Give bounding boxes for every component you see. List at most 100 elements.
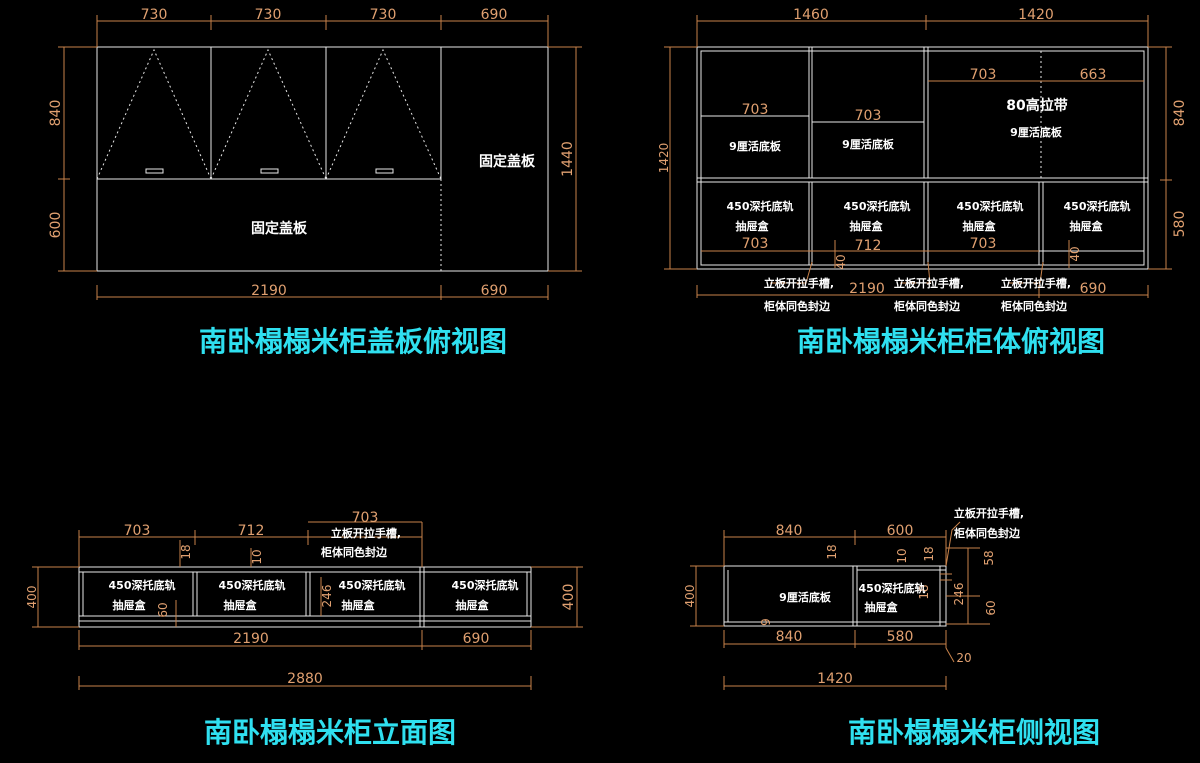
note-label: 柜体同色封边	[1000, 299, 1068, 313]
dim-label: 40	[1068, 246, 1082, 261]
dim-label: 712	[238, 523, 265, 539]
dim-label: 400	[683, 585, 697, 608]
flap-open-indicator	[96, 48, 212, 180]
drawer-label: 450深托底轨	[452, 578, 519, 592]
side-outline	[723, 565, 947, 627]
note-label: 立板开拉手槽,	[1001, 276, 1071, 290]
dim-label: 2880	[287, 671, 323, 687]
flap-open-indicator	[210, 48, 327, 180]
panel-label: 9厘活底板	[779, 590, 832, 604]
cover-outline	[96, 46, 549, 272]
note-label: 柜体同色封边	[893, 299, 961, 313]
drawer-label: 450深托底轨	[727, 199, 794, 213]
dim-label: 840	[1172, 100, 1188, 127]
drawer-label: 抽屉盒	[963, 219, 997, 233]
dim-label: 2190	[849, 281, 885, 297]
view-title: 南卧榻榻米柜立面图	[204, 716, 456, 749]
dim-label: 246	[320, 585, 334, 608]
dim-label: 703	[742, 236, 769, 252]
dim-label: 690	[481, 7, 508, 23]
panel-label: 9厘活底板	[842, 137, 895, 151]
fixed-cover-label: 固定盖板	[251, 220, 308, 237]
note-label: 立板开拉手槽,	[764, 276, 834, 290]
note-label: 立板开拉手槽,	[331, 526, 401, 540]
dim-label: 712	[855, 238, 882, 254]
drawer-label: 抽屉盒	[342, 598, 376, 612]
drawer-label: 抽屉盒	[224, 598, 258, 612]
drawer-label: 抽屉盒	[1070, 219, 1104, 233]
drawer-label: 抽屉盒	[850, 219, 884, 233]
drawer-label: 抽屉盒	[865, 600, 899, 614]
view-title: 南卧榻榻米柜盖板俯视图	[199, 325, 507, 358]
drawer-label: 抽屉盒	[456, 598, 490, 612]
dim-label: 580	[887, 629, 914, 645]
dim-label: 730	[255, 7, 282, 23]
dim-label: 18	[922, 546, 936, 561]
note-label: 柜体同色封边	[320, 545, 388, 559]
drawer-label: 450深托底轨	[859, 581, 926, 595]
dim-label: 703	[742, 102, 769, 118]
dim-label: 40	[834, 254, 848, 269]
handle-icon	[375, 168, 394, 174]
note-label: 柜体同色封边	[763, 299, 831, 313]
dim-label: 703	[352, 510, 379, 526]
cover-top-view: 730 730 730 690 2190 690 840 600 1440 固定…	[48, 7, 582, 358]
dim-label: 840	[48, 100, 64, 127]
body-top-view: 1460 1420 703 663 703 703 80高拉带 9厘活底板 9厘…	[657, 7, 1188, 358]
elevation-outline	[78, 566, 532, 628]
dim-label: 730	[370, 7, 397, 23]
drawer-label: 450深托底轨	[844, 199, 911, 213]
dim-label: 10	[250, 549, 264, 564]
dim-label: 840	[776, 629, 803, 645]
dim-label: 703	[124, 523, 151, 539]
dim-label: 9	[759, 618, 773, 626]
dim-label: 703	[855, 108, 882, 124]
dim-label: 580	[1172, 211, 1188, 238]
panel-label: 9厘活底板	[1010, 125, 1063, 139]
handle-icon	[145, 168, 164, 174]
handle-icon	[260, 168, 279, 174]
drawer-label: 450深托底轨	[339, 578, 406, 592]
dim-label: 58	[982, 550, 996, 565]
note-label: 立板开拉手槽,	[954, 506, 1024, 520]
dim-label: 690	[481, 283, 508, 299]
dim-label: 60	[984, 600, 998, 615]
strip-label: 80高拉带	[1006, 97, 1067, 114]
dim-label: 400	[25, 586, 39, 609]
view-title: 南卧榻榻米柜侧视图	[848, 716, 1100, 749]
drawer-label: 450深托底轨	[1064, 199, 1131, 213]
dim-label: 10	[895, 548, 909, 563]
dim-label: 2190	[233, 631, 269, 647]
dim-label: 18	[917, 584, 931, 599]
drawer-label: 抽屉盒	[113, 598, 147, 612]
body-outline	[696, 46, 1149, 270]
flap-open-indicator	[325, 48, 442, 180]
dim-label: 20	[956, 651, 971, 665]
dim-label: 1420	[657, 143, 671, 174]
dim-label: 60	[156, 602, 170, 617]
dim-label: 2190	[251, 283, 287, 299]
dim-label: 600	[48, 212, 64, 239]
drawer-label: 抽屉盒	[736, 219, 770, 233]
drawer-label: 450深托底轨	[219, 578, 286, 592]
dim-label: 1420	[817, 671, 853, 687]
dim-label: 703	[970, 67, 997, 83]
dim-label: 1460	[793, 7, 829, 23]
elevation-view: 703 712 703 立板开拉手槽, 柜体同色封边 18 10 246 60 …	[25, 510, 583, 749]
dim-label: 400	[561, 584, 577, 611]
view-title: 南卧榻榻米柜柜体俯视图	[797, 325, 1105, 358]
note-label: 柜体同色封边	[953, 526, 1021, 540]
dim-label: 840	[776, 523, 803, 539]
dim-label: 690	[463, 631, 490, 647]
dim-label: 1420	[1018, 7, 1054, 23]
fixed-cover-label: 固定盖板	[479, 153, 536, 170]
drawer-label: 450深托底轨	[109, 578, 176, 592]
dim-label: 663	[1080, 67, 1107, 83]
dim-label: 690	[1080, 281, 1107, 297]
dim-label: 246	[952, 583, 966, 606]
drawer-label: 450深托底轨	[957, 199, 1024, 213]
side-view: 840 600 立板开拉手槽, 柜体同色封边 18 10 18 58 246 1…	[683, 506, 1100, 749]
note-label: 立板开拉手槽,	[894, 276, 964, 290]
dim-label: 18	[179, 544, 193, 559]
